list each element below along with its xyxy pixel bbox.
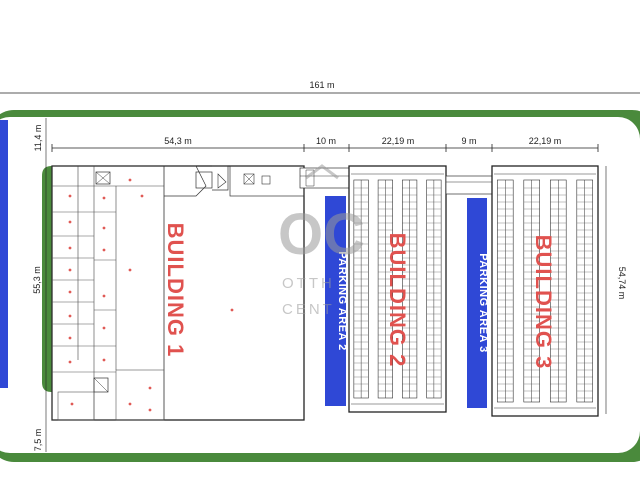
dim-left-depth: 55,3 m <box>32 266 42 294</box>
watermark-line1: OTTH <box>282 275 335 292</box>
dim-building2-width: 22,19 m <box>382 136 415 146</box>
building-2 <box>348 165 447 413</box>
watermark-monogram: OC <box>278 202 365 267</box>
dim-top-setback: 11,4 m <box>33 125 43 152</box>
parking-area-1-edge <box>0 120 8 388</box>
connector-b2-b3 <box>445 175 493 195</box>
watermark-line2: CENT <box>282 301 335 318</box>
dim-ticks-top <box>51 144 599 152</box>
building-1-label: BUILDING 1 <box>163 223 188 358</box>
parking-area-3-label: PARKING AREA 3 <box>477 253 489 353</box>
green-strip-left <box>42 166 52 392</box>
parking-area-2-label: PARKING AREA 2 <box>336 251 348 351</box>
dim-right-depth: 54,74 m <box>617 267 627 300</box>
building-1 <box>51 165 305 421</box>
parking-area-2 <box>325 196 346 406</box>
dim-bottom-setback: 7,5 m <box>33 429 43 452</box>
building-3-label: BUILDING 3 <box>531 235 556 370</box>
watermark-logo: OC OTTH CENT <box>278 164 365 318</box>
dim-gap1: 10 m <box>316 136 336 146</box>
parking-area-3 <box>467 198 487 408</box>
dim-building3-width: 22,19 m <box>529 136 562 146</box>
building-3 <box>491 165 599 417</box>
dim-total-width: 161 m <box>309 80 334 90</box>
building-2-label: BUILDING 2 <box>385 233 410 368</box>
dim-gap2: 9 m <box>461 136 476 146</box>
dim-building1-width: 54,3 m <box>164 136 192 146</box>
